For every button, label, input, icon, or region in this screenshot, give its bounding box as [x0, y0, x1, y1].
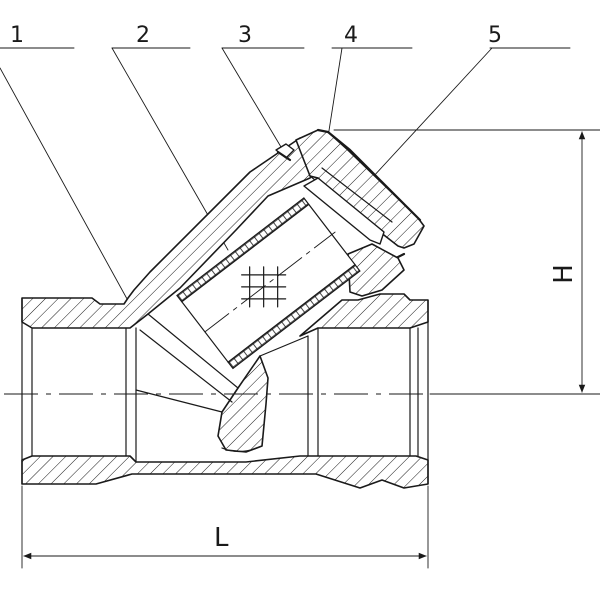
callout-1-leader [0, 67, 133, 309]
callout-5: 5 [371, 23, 571, 179]
callout-3: 3 [221, 23, 305, 153]
dimension-height: H [333, 129, 600, 395]
callout-2-number: 2 [136, 23, 150, 48]
body-partition [217, 355, 269, 453]
screen-holder-seat [347, 243, 405, 297]
screen-holder [303, 177, 405, 297]
callout-5-number: 5 [488, 23, 502, 48]
body-outlines [21, 297, 429, 485]
callout-5-leader [371, 47, 493, 179]
mesh-symbol [241, 266, 287, 308]
length-label: L [214, 523, 229, 553]
dimension-length: L [21, 485, 429, 569]
screen-holder-ring [303, 177, 385, 245]
body-bottom-wall [21, 455, 429, 489]
callout-3-number: 3 [238, 23, 252, 48]
body-top-wall-right [299, 293, 429, 337]
callout-4-number: 4 [344, 23, 358, 48]
callout-3-leader [221, 47, 285, 153]
callout-1: 1 [0, 23, 133, 309]
strainer-screen [176, 197, 361, 370]
height-label: H [549, 264, 579, 284]
callout-4: 4 [324, 23, 413, 157]
callout-1-number: 1 [10, 23, 24, 48]
